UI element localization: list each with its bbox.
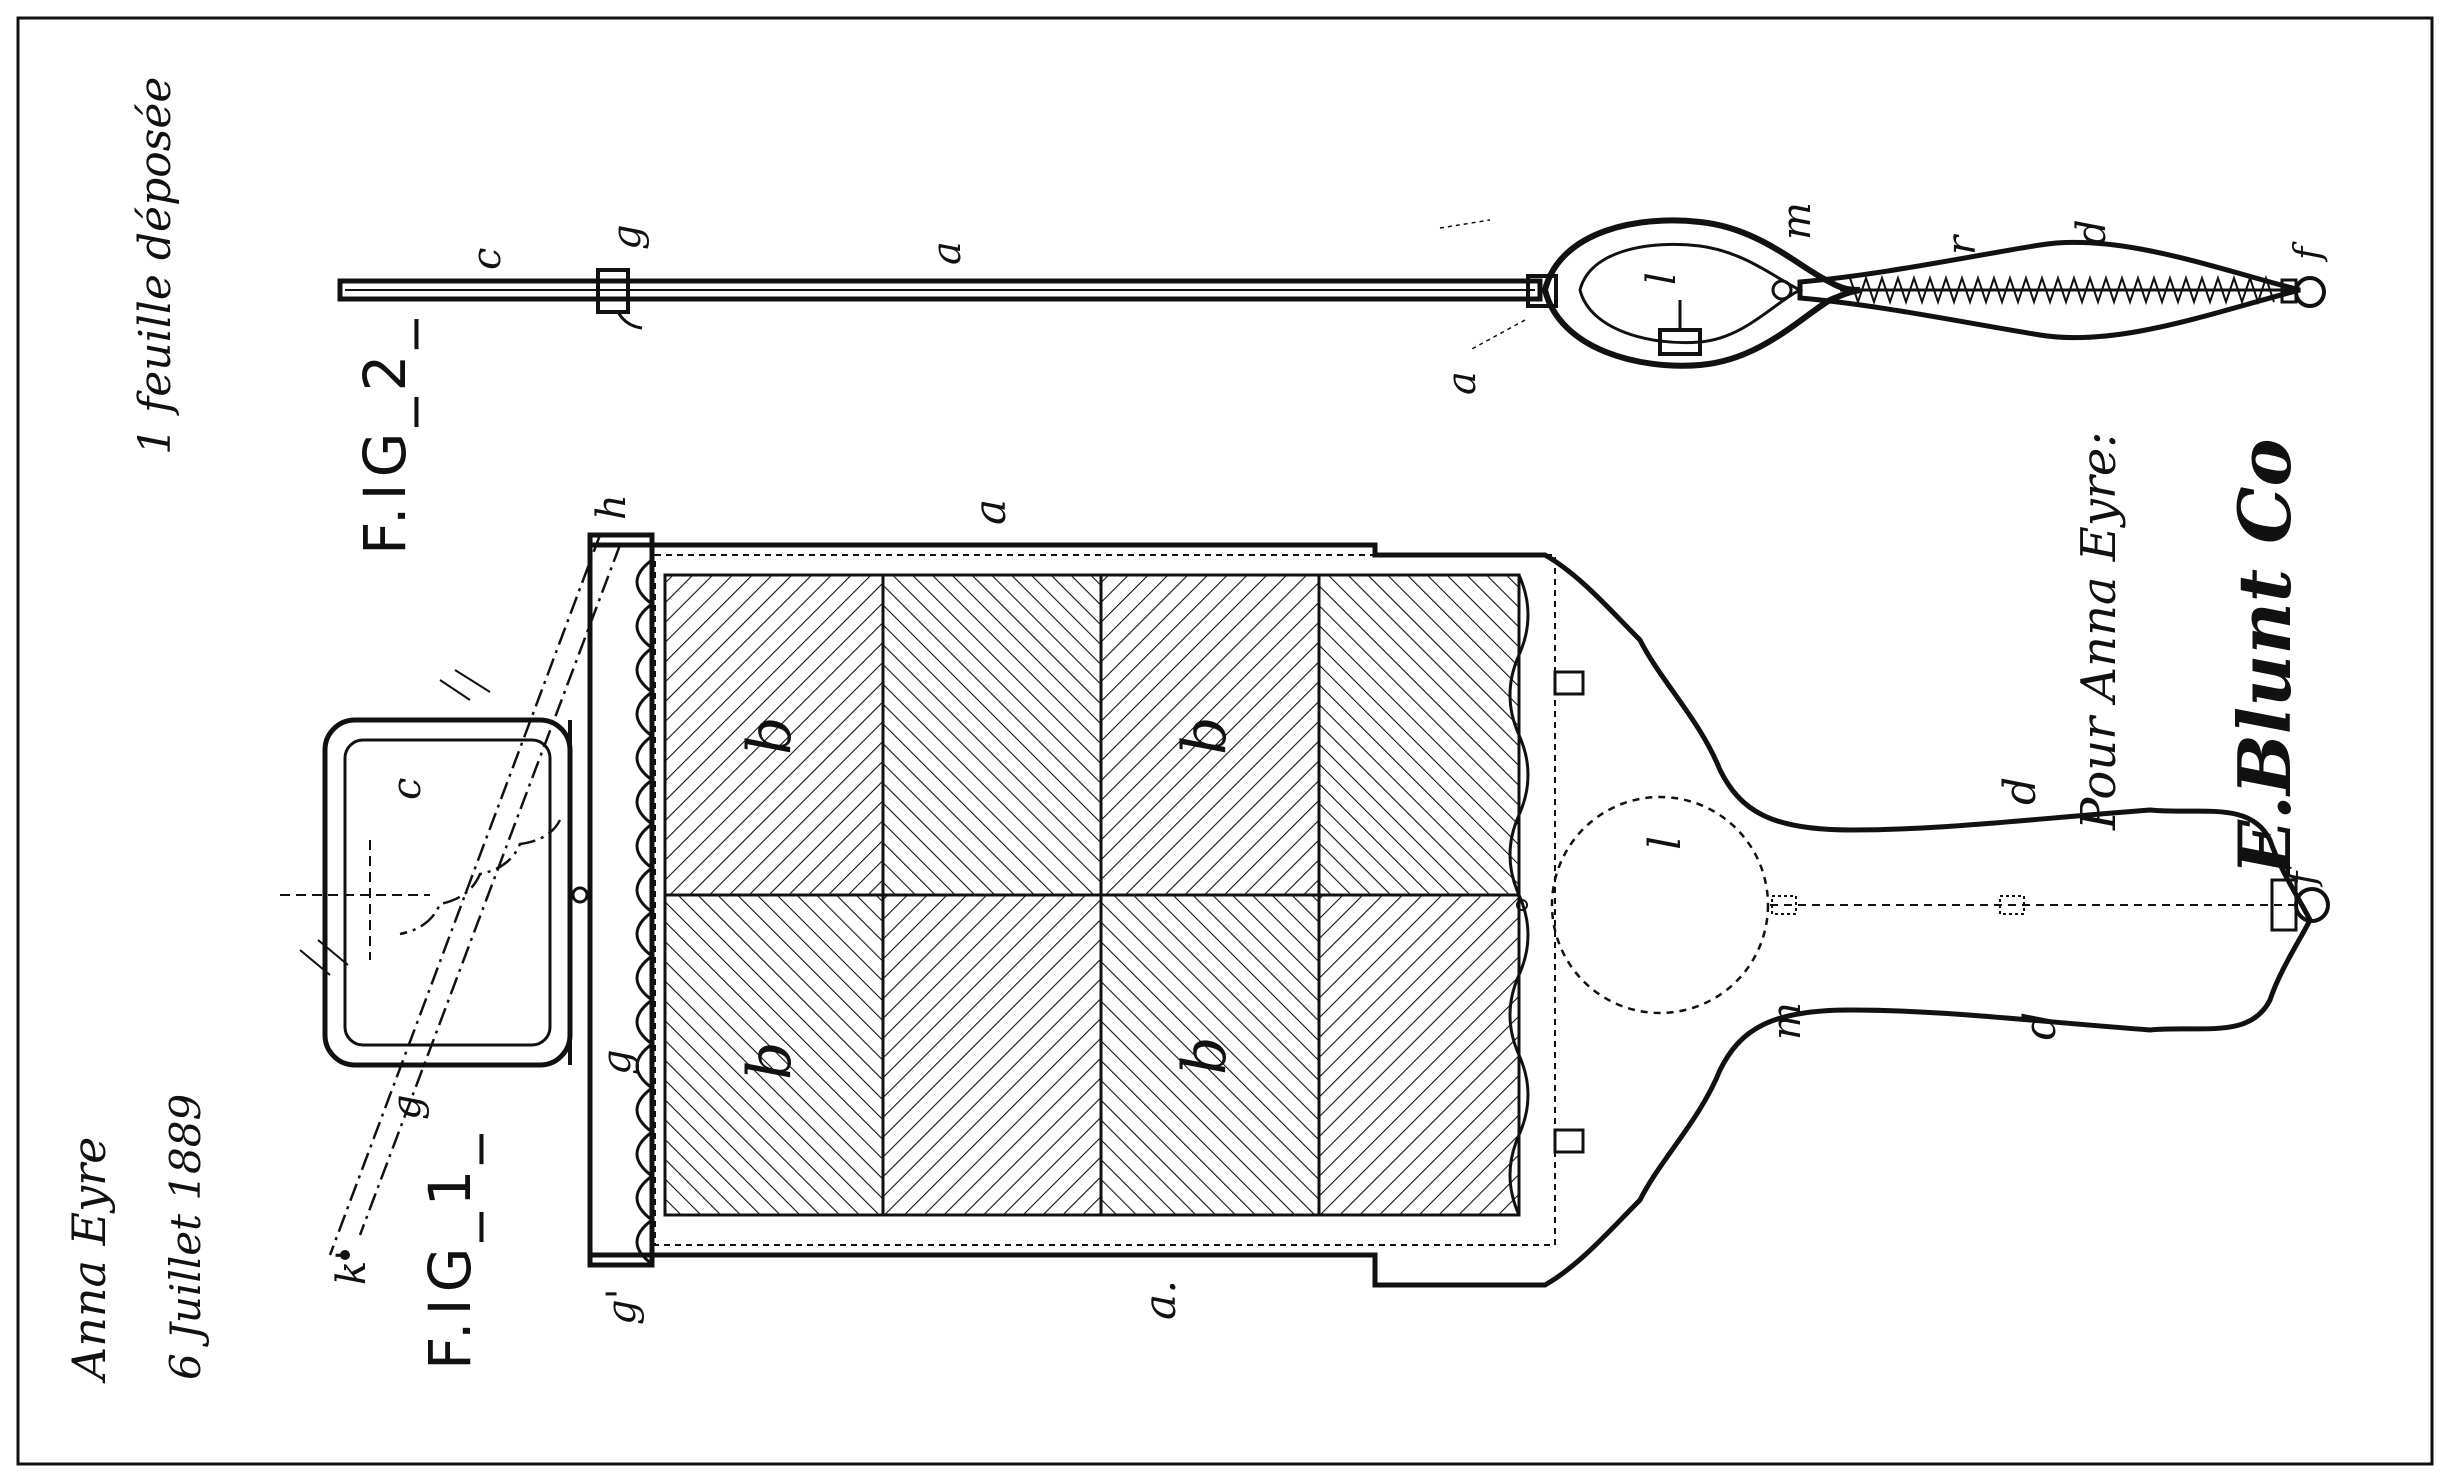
clip bbox=[1553, 670, 1585, 696]
fig2-collar bbox=[596, 268, 630, 314]
fig2-letter-g: g bbox=[604, 224, 650, 250]
sheet-note: 1 feuille déposée bbox=[130, 77, 181, 455]
fig2-letter-r: r bbox=[1939, 233, 1985, 255]
fig2-housing bbox=[1541, 217, 1861, 369]
fig1-letter-g-left: g bbox=[384, 1094, 430, 1120]
fig1-letter-g: g bbox=[594, 1049, 640, 1075]
fig1-letter-d-lower: d bbox=[2015, 1012, 2066, 1040]
fig2-letter-a-end: a bbox=[1439, 371, 1485, 395]
fig1-letter-b2: b bbox=[1170, 717, 1240, 755]
clip bbox=[1553, 1128, 1585, 1154]
fig2-knob bbox=[2294, 276, 2326, 308]
fig2-rod bbox=[337, 278, 1543, 302]
fig1-letter-h: h bbox=[589, 494, 635, 520]
fig1-letter-b3: b bbox=[735, 1042, 805, 1080]
fig1-dotted-border bbox=[654, 554, 1556, 1246]
panel bbox=[1099, 893, 1321, 1217]
attorney-line: Pour Anna Eyre: bbox=[2071, 432, 2127, 831]
fig2-joint bbox=[1526, 274, 1558, 308]
fig2-spring bbox=[1840, 274, 2290, 306]
fig1-letter-a-top: a bbox=[965, 499, 1016, 525]
fig2-handle bbox=[1797, 239, 2301, 341]
fig2-letter-l: l bbox=[1639, 272, 1685, 285]
applicant-signature: Anna Eyre bbox=[62, 1137, 116, 1384]
fig1-swing-lines bbox=[328, 534, 622, 1256]
fig2-letter-a-mid: a bbox=[924, 241, 970, 265]
fig1-scallops bbox=[635, 558, 655, 1266]
fig2-letter-c: c bbox=[464, 248, 510, 270]
fig2-drawing bbox=[337, 217, 2326, 369]
fig1-knob bbox=[2294, 887, 2330, 923]
panel bbox=[1317, 573, 1521, 897]
fig2-letter-f: f bbox=[2288, 241, 2329, 263]
fig1-letter-m: m bbox=[1764, 1002, 1810, 1040]
fig1-label: F.IG_1_ bbox=[416, 1129, 484, 1370]
fig1-letter-d-upper: d bbox=[1995, 777, 2046, 805]
attorney-signature: E.Blunt Co bbox=[2222, 439, 2307, 878]
panel bbox=[663, 573, 885, 897]
fig1-letter-k-prime: k' bbox=[329, 1250, 375, 1285]
filing-date: 6 Juillet 1889 bbox=[161, 1094, 210, 1380]
fig1-drawing bbox=[280, 532, 2330, 1288]
fig2-letter-m: m bbox=[1774, 202, 1820, 240]
panel bbox=[881, 573, 1103, 897]
fig1-mirror-circle bbox=[1550, 795, 1770, 1015]
fig1-letter-c: c bbox=[384, 778, 430, 800]
panel bbox=[881, 893, 1103, 1217]
fig1-letter-l: l bbox=[1640, 836, 1691, 850]
fig1-panels bbox=[663, 573, 1521, 1217]
fig2-letter-d: d bbox=[2069, 219, 2115, 245]
panel bbox=[663, 893, 885, 1217]
fig1-letter-g-prime: g' bbox=[599, 1288, 645, 1325]
panel bbox=[1317, 893, 1521, 1217]
fig1-letter-a-bottom: a. bbox=[1135, 1280, 1186, 1320]
fig1-letter-b4: b bbox=[1170, 1037, 1240, 1075]
fig1-left-rail bbox=[587, 532, 655, 1268]
fig1-letter-b1: b bbox=[735, 717, 805, 755]
fig2-label: F.IG_2_ bbox=[351, 314, 419, 555]
sheet-frame bbox=[16, 16, 2434, 1466]
